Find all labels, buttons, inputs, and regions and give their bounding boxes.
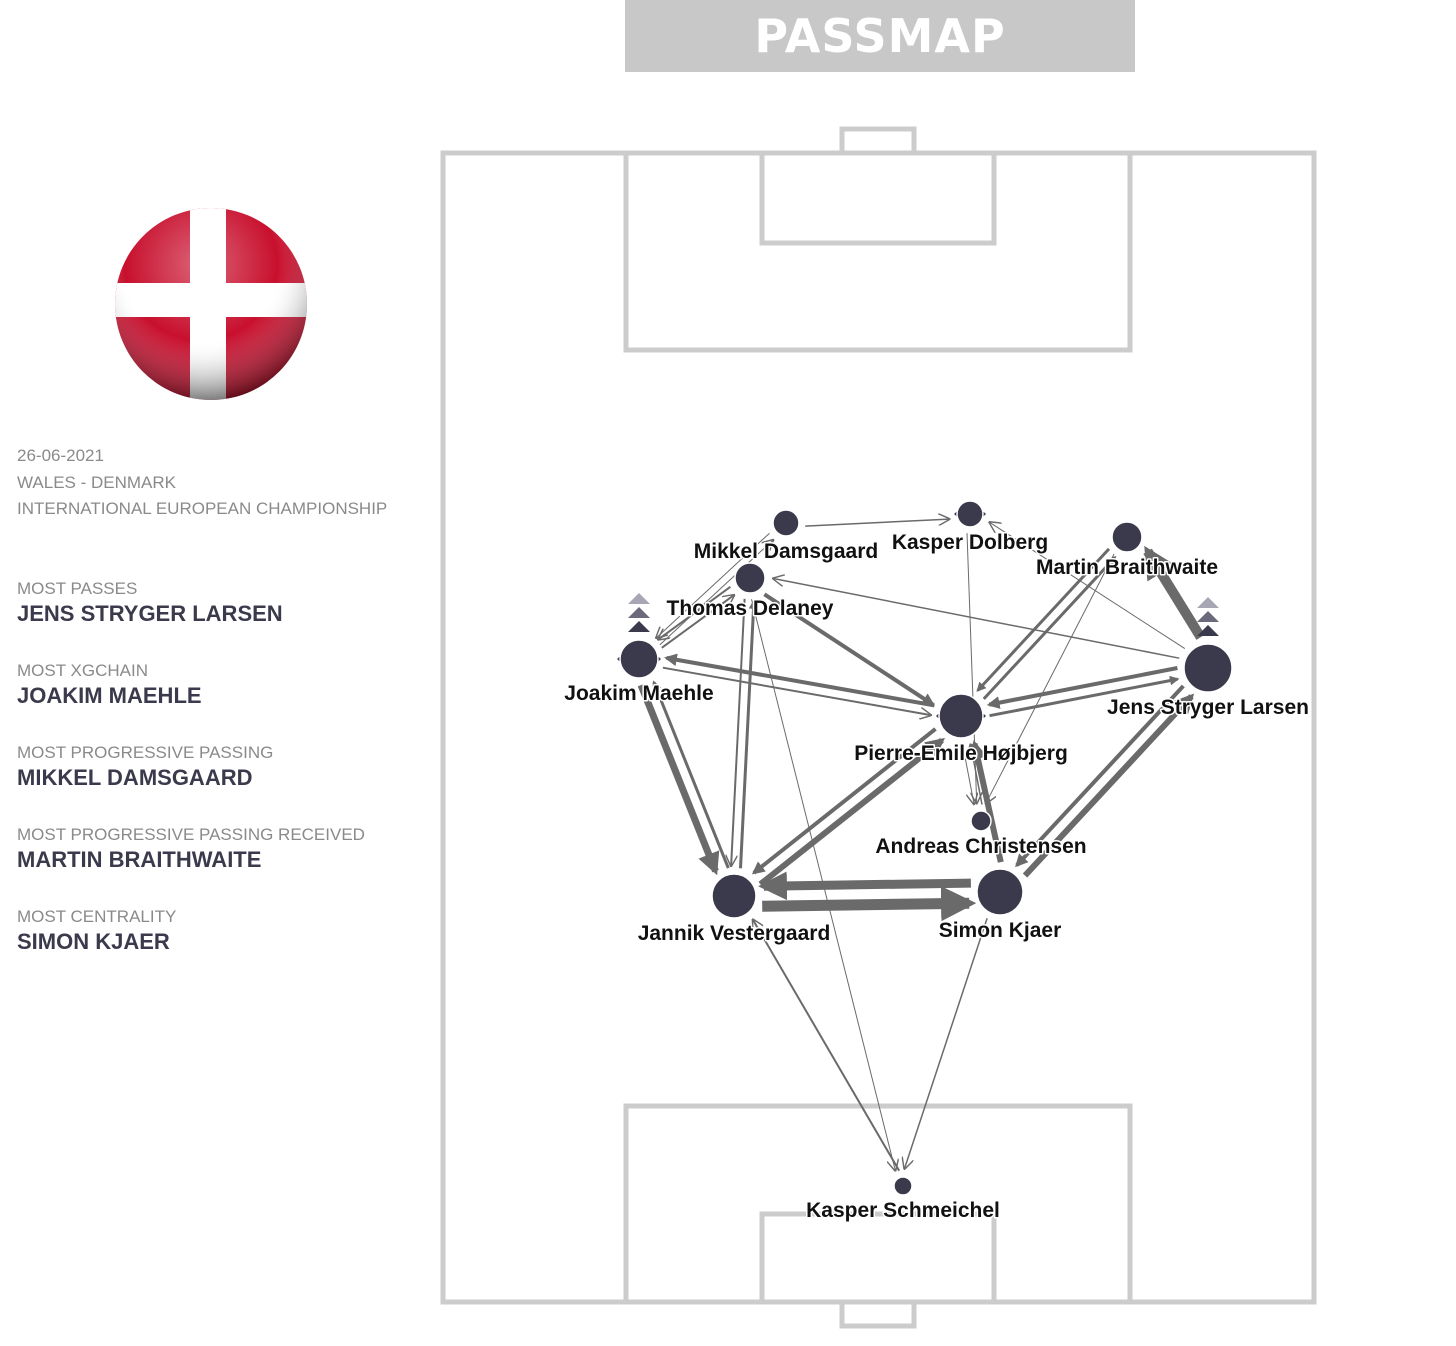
stat-most-progressive-passing: MOST PROGRESSIVE PASSING MIKKEL DAMSGAAR… [17, 742, 365, 824]
title-banner: PASSMAP [625, 0, 1135, 72]
pass-edge-kjaer-to-larsen [1022, 693, 1195, 878]
pass-edge-maehle-to-damsgaard [659, 540, 773, 646]
stat-value: MARTIN BRAITHWAITE [17, 847, 262, 872]
pass-edge-damsgaard-to-dolberg [805, 519, 949, 527]
player-node-dolberg [956, 500, 984, 528]
player-node-maehle [619, 639, 659, 679]
player-label-maehle: Joakim Maehle [564, 682, 713, 705]
pass-edge-hojbjerg-to-larsen [989, 675, 1180, 718]
stat-label: MOST CENTRALITY [17, 907, 177, 926]
stat-value: SIMON KJAER [17, 929, 170, 954]
match-fixture: WALES - DENMARK [17, 472, 177, 492]
pass-edge-kjaer-to-schmeichel [905, 918, 988, 1168]
page-title: PASSMAP [754, 9, 1006, 63]
progress-marker-icon [628, 607, 650, 618]
pass-edge-larsen-to-dolberg [990, 522, 1186, 650]
player-label-delaney: Thomas Delaney [667, 597, 834, 620]
pass-edge-christensen-to-hojbjerg [971, 745, 983, 805]
pass-edge-delaney-to-schmeichel [751, 599, 896, 1170]
pass-edge-larsen-to-kjaer [1015, 684, 1185, 868]
match-info: 26-06-2021 WALES - DENMARK INTERNATIONAL… [17, 443, 387, 523]
player-label-vestergaard: Jannik Vestergaard [638, 922, 831, 945]
pass-edge-maehle-to-vestergaard [637, 683, 720, 876]
pass-edge-delaney-to-hojbjerg [763, 592, 935, 707]
player-node-braithwaite [1111, 521, 1143, 553]
player-label-larsen: Jens Stryger Larsen [1107, 696, 1309, 719]
player-label-schmeichel: Kasper Schmeichel [806, 1199, 1000, 1222]
bottom-six-yard-box [759, 1211, 997, 1305]
stats-panel: MOST PASSES JENS STRYGER LARSEN MOST XGC… [17, 578, 365, 988]
pass-edge-vestergaard-to-delaney [739, 599, 759, 869]
progress-marker-icon [628, 621, 650, 632]
pitch-markings [440, 126, 1317, 1329]
pass-edge-delaney-to-vestergaard [731, 598, 746, 866]
pass-edge-hojbjerg-to-christensen [962, 744, 974, 804]
player-node-hojbjerg [938, 693, 984, 739]
pass-edge-hojbjerg-to-braithwaite [982, 555, 1117, 700]
pass-edge-larsen-to-delaney [773, 579, 1180, 659]
stat-label: MOST PROGRESSIVE PASSING [17, 743, 274, 762]
player-label-hojbjerg: Pierre-Emile Højbjerg [854, 742, 1068, 765]
player-node-damsgaard [772, 509, 800, 537]
progress-marker-icon [1197, 611, 1219, 622]
player-node-larsen [1183, 643, 1233, 693]
stat-most-centrality: MOST CENTRALITY SIMON KJAER [17, 906, 365, 988]
pass-edge-damsgaard-to-maehle [656, 532, 770, 638]
pass-edge-dolberg-to-christensen [966, 533, 977, 803]
pass-edge-maehle-to-hojbjerg [662, 666, 931, 715]
player-nodes [619, 500, 1233, 1196]
top-goal [839, 126, 917, 156]
top-penalty-box [623, 150, 1133, 353]
stat-value: JOAKIM MAEHLE [17, 683, 202, 708]
stat-most-xgchain: MOST XGCHAIN JOAKIM MAEHLE [17, 660, 365, 742]
player-label-damsgaard: Mikkel Damsgaard [694, 540, 878, 563]
stat-label: MOST PROGRESSIVE PASSING RECEIVED [17, 825, 365, 844]
stat-value: MIKKEL DAMSGAARD [17, 765, 253, 790]
denmark-flag-icon [115, 208, 307, 400]
stat-label: MOST XGCHAIN [17, 661, 148, 680]
match-date: 26-06-2021 [17, 446, 104, 465]
player-label-kjaer: Simon Kjaer [939, 919, 1062, 942]
player-node-vestergaard [711, 873, 757, 919]
player-node-delaney [734, 562, 766, 594]
top-six-yard-box [759, 150, 997, 246]
player-label-braithwaite: Martin Braithwaite [1036, 556, 1218, 579]
pass-edge-hojbjerg-to-maehle [664, 653, 935, 708]
match-competition: INTERNATIONAL EUROPEAN CHAMPIONSHIP [17, 499, 388, 518]
pitch-outline [440, 150, 1317, 1305]
player-node-kjaer [976, 868, 1024, 916]
stat-value: JENS STRYGER LARSEN [17, 601, 283, 626]
progress-marker-icon [1197, 597, 1219, 608]
pass-edge-maehle-to-delaney [661, 595, 734, 649]
pass-edge-vestergaard-to-maehle [652, 680, 730, 869]
stat-most-progressive-received: MOST PROGRESSIVE PASSING RECEIVED MARTIN… [17, 824, 365, 906]
bottom-goal [839, 1299, 917, 1329]
pass-edge-larsen-to-braithwaite [1143, 545, 1205, 640]
pass-edge-larsen-to-hojbjerg [986, 666, 1178, 709]
player-label-christensen: Andreas Christensen [875, 835, 1086, 858]
pass-edge-hojbjerg-to-vestergaard [751, 727, 937, 875]
pass-edge-vestergaard-to-hojbjerg [758, 737, 946, 887]
progress-marker-icon [1197, 625, 1219, 636]
stat-most-passes: MOST PASSES JENS STRYGER LARSEN [17, 578, 365, 660]
pass-edge-kjaer-to-vestergaard [758, 871, 971, 901]
pass-edge-schmeichel-to-vestergaard [753, 920, 901, 1172]
pass-edges [637, 519, 1205, 1172]
pass-edge-braithwaite-to-christensen [986, 553, 1115, 803]
player-label-dolberg: Kasper Dolberg [892, 531, 1048, 554]
pass-edge-vestergaard-to-kjaer [762, 886, 977, 922]
progress-marker-icon [628, 593, 650, 604]
stat-label: MOST PASSES [17, 579, 138, 598]
pass-edge-braithwaite-to-hojbjerg [976, 547, 1111, 692]
player-node-christensen [970, 810, 992, 832]
player-node-schmeichel [893, 1176, 913, 1196]
